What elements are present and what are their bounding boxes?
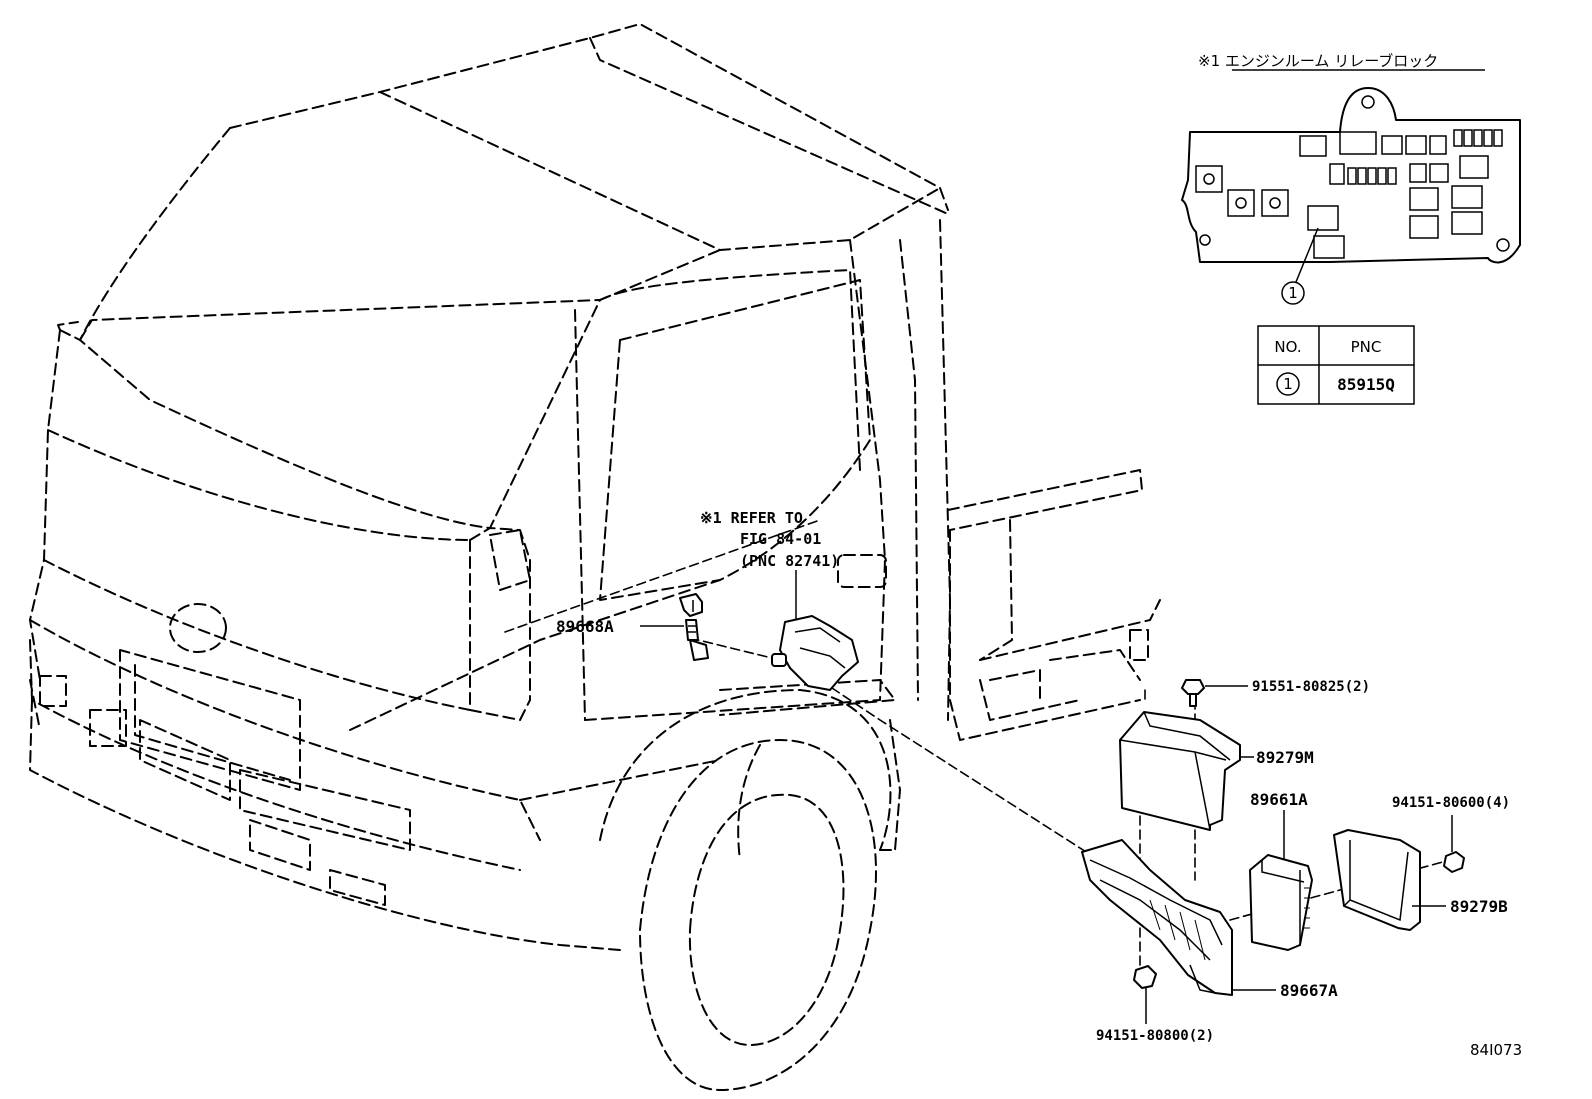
truck-outline	[29, 23, 1161, 1091]
reference-note-line3: (PNC 82741)	[740, 552, 839, 570]
reference-note-line2: FIG 84-01	[740, 530, 821, 548]
figure-code: 84I073	[1470, 1041, 1522, 1059]
label-89279b: 89279B	[1450, 897, 1508, 916]
callout-circle-1	[1281, 281, 1305, 305]
label-89661a: 89661A	[1250, 790, 1308, 809]
table-header-no: NO.	[1274, 338, 1301, 356]
label-94151-80800: 94151-80800(2)	[1096, 1028, 1214, 1044]
nut-94151-80600	[1443, 815, 1465, 873]
bracket-89667a	[1081, 839, 1276, 996]
label-94151-80600: 94151-80600(4)	[1392, 795, 1510, 811]
pnc-table	[1257, 325, 1415, 405]
relay-block-title: ※1 エンジンルーム リレーブロック	[1198, 52, 1438, 70]
relay-block-drawing	[1181, 87, 1521, 305]
label-89668a: 89668A	[556, 617, 614, 636]
refer-component	[771, 570, 859, 691]
label-89667a: 89667A	[1280, 981, 1338, 1000]
reference-note-line1: ※1 REFER TO	[700, 509, 803, 527]
label-89279m: 89279M	[1256, 748, 1314, 767]
table-row-pnc: 85915Q	[1337, 375, 1395, 394]
bracket-89668a	[640, 593, 709, 661]
nut-94151-80800	[1133, 965, 1157, 1024]
bolt-91551-80825	[1181, 679, 1248, 707]
table-row-no: 1	[1283, 375, 1293, 393]
label-91551-80825: 91551-80825(2)	[1252, 679, 1370, 695]
case-89279b	[1333, 829, 1446, 931]
cover-89279m	[1119, 711, 1254, 831]
ecu-89661a	[1249, 810, 1313, 951]
relay-block-callout-number: 1	[1288, 284, 1298, 302]
table-header-pnc: PNC	[1351, 338, 1382, 356]
